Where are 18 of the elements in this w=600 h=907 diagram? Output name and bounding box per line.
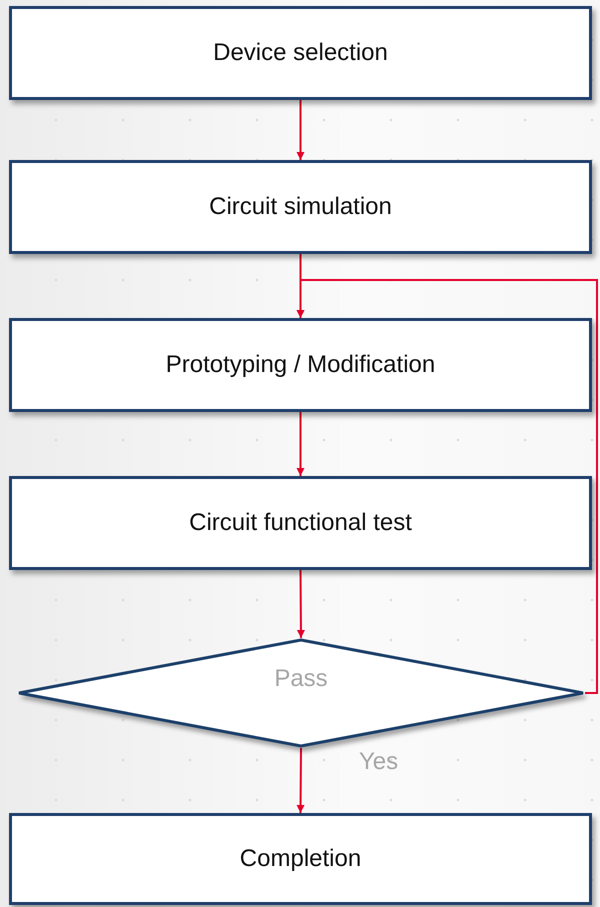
- node-label: Circuit simulation: [209, 193, 392, 221]
- node-label: Device selection: [213, 39, 388, 67]
- edge-label: Yes: [359, 748, 398, 776]
- process-box: [9, 160, 592, 254]
- decision-diamond: [17, 638, 585, 748]
- process-box: [9, 318, 592, 412]
- process-box: [9, 476, 592, 570]
- process-box: [9, 813, 592, 905]
- arrow: [296, 748, 305, 813]
- node-label: Circuit functional test: [189, 509, 412, 537]
- arrow: [296, 279, 598, 694]
- arrow: [296, 100, 304, 160]
- arrow: [296, 570, 305, 638]
- process-box: [9, 6, 592, 100]
- node-label: Completion: [240, 845, 362, 873]
- node-label: Prototyping / Modification: [166, 351, 436, 379]
- node-label: Pass: [274, 665, 328, 693]
- arrow: [296, 412, 304, 476]
